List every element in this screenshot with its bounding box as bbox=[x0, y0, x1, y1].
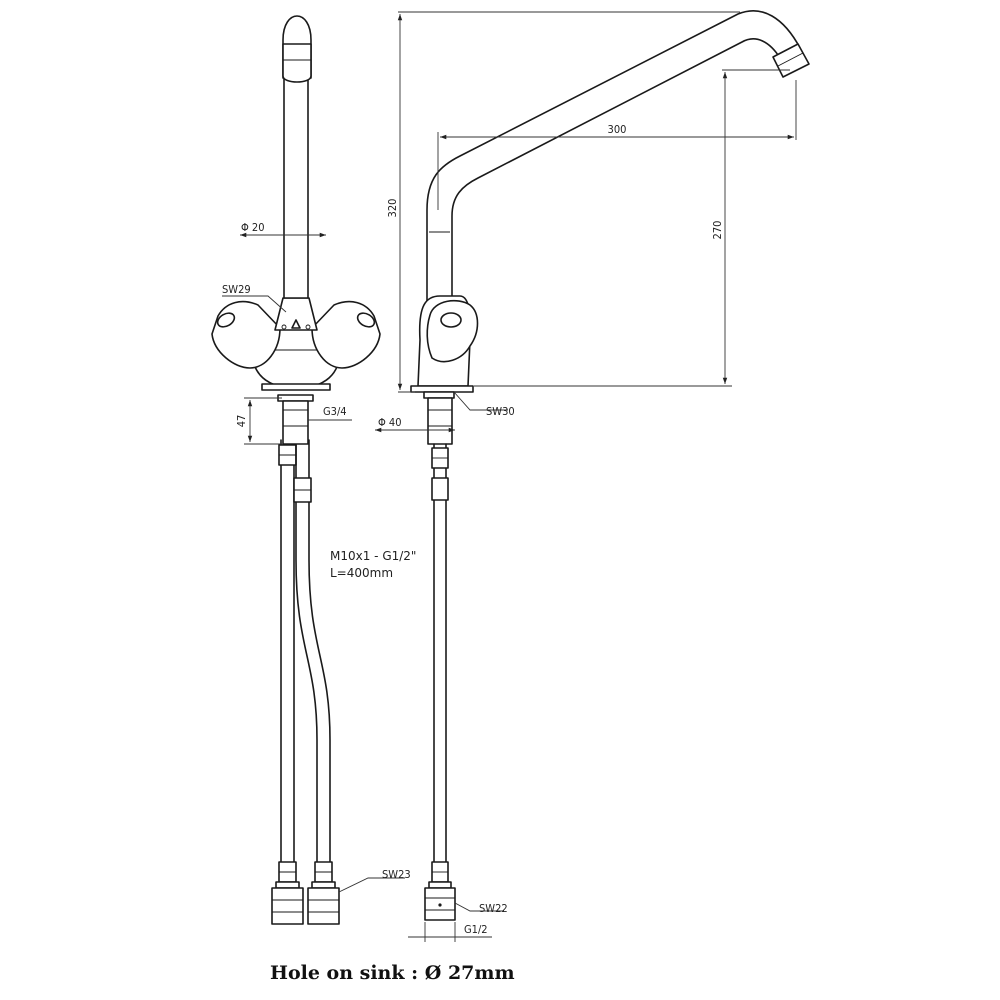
dim-g12-label: G1/2 bbox=[464, 923, 488, 936]
sw23-label: SW23 bbox=[382, 868, 411, 881]
dim-phi40: Φ 40 bbox=[375, 416, 455, 433]
side-hose bbox=[431, 443, 449, 883]
dim-320: 320 bbox=[386, 11, 740, 393]
callout-sw22: SW22 bbox=[454, 902, 508, 915]
sw29-label: SW29 bbox=[222, 283, 251, 296]
callout-sw30: SW30 bbox=[453, 391, 515, 418]
side-aerator bbox=[772, 43, 810, 78]
left-handle bbox=[211, 300, 281, 369]
sw22-label: SW22 bbox=[479, 902, 508, 915]
left-hose bbox=[278, 439, 297, 883]
front-hex-nut bbox=[274, 297, 318, 331]
hose-nut-left bbox=[271, 881, 304, 925]
hose-length-label: L=400mm bbox=[330, 566, 393, 580]
front-shank bbox=[277, 394, 314, 445]
dim-g34-label: G3/4 bbox=[323, 405, 347, 418]
sw30-label: SW30 bbox=[486, 405, 515, 418]
front-spout bbox=[282, 15, 312, 299]
dim-g34: G3/4 bbox=[308, 405, 352, 421]
dim-phi20-label: Φ 20 bbox=[241, 221, 265, 234]
dim-g12: G1/2 bbox=[408, 922, 492, 942]
dim-phi40-label: Φ 40 bbox=[378, 416, 402, 429]
dim-300: 300 bbox=[437, 80, 797, 210]
dim-320-label: 320 bbox=[386, 199, 399, 218]
right-handle bbox=[311, 300, 381, 369]
front-view bbox=[211, 15, 381, 925]
dim-phi20: Φ 20 bbox=[240, 221, 326, 238]
hose-thread-label: M10x1 - G1/2" bbox=[330, 549, 416, 563]
callout-sw23: SW23 bbox=[338, 868, 411, 893]
callout-sw29: SW29 bbox=[222, 283, 287, 313]
hose-nut-right bbox=[307, 881, 340, 925]
side-hose-nut bbox=[424, 881, 456, 921]
dim-270-label: 270 bbox=[711, 221, 724, 240]
sink-hole-note: Hole on sink : Ø 27mm bbox=[270, 962, 515, 984]
side-handle bbox=[426, 299, 479, 363]
dim-300-label: 300 bbox=[608, 123, 627, 136]
dim-47: 47 bbox=[235, 397, 282, 445]
side-spout-arm bbox=[426, 10, 801, 306]
dim-270: 270 bbox=[474, 69, 790, 387]
side-shank bbox=[423, 391, 455, 445]
right-hose bbox=[293, 439, 333, 883]
dim-47-label: 47 bbox=[235, 415, 248, 428]
side-view bbox=[410, 10, 810, 921]
